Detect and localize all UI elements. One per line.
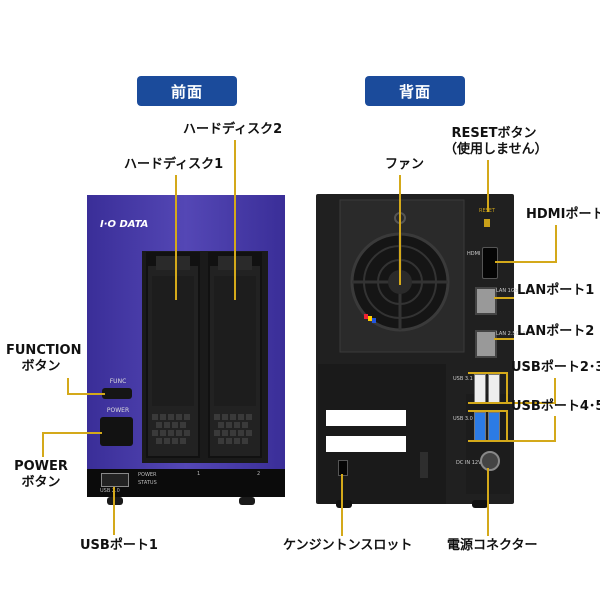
func-label: FUNC <box>109 378 127 385</box>
reset-leader <box>487 160 489 212</box>
usb-port-2[interactable] <box>474 374 486 404</box>
power-leader-v <box>42 432 44 457</box>
function-leader-h <box>67 393 105 395</box>
usb-port-4[interactable] <box>474 412 486 442</box>
bay-1-number: 1 <box>197 471 201 477</box>
brand-logo: I·O DATA <box>100 219 149 230</box>
fan-leader <box>399 175 401 285</box>
usb1-leader <box>113 487 115 535</box>
lan-port-1-text: LAN 1GbE <box>496 288 522 294</box>
usb1-label: USBポート1 <box>80 538 158 553</box>
lan-port-2[interactable] <box>475 330 497 358</box>
reset-text: RESET <box>479 208 503 214</box>
dc-in-text: DC IN 12V <box>456 460 482 466</box>
usb45-box-top <box>468 410 508 412</box>
usb23-box-bottom <box>468 402 556 404</box>
usb23-box-right <box>506 372 508 404</box>
kensington-label: ケンジントンスロット <box>283 538 413 553</box>
bay-2-number: 2 <box>257 471 261 477</box>
kensington-slot[interactable] <box>338 460 348 476</box>
function-label: FUNCTION ボタン <box>6 343 82 374</box>
usb45-box-right <box>506 410 508 442</box>
hdmi-text: HDMI <box>467 251 481 257</box>
power-connector-label: 電源コネクター <box>447 538 538 553</box>
usb-port-1[interactable] <box>101 473 129 487</box>
usb45-label: USBポート4･5 <box>511 399 600 414</box>
usb-port-1-text: USB 2.0 <box>100 488 120 494</box>
lan-port-2-text: LAN 2.5GbE <box>496 331 526 337</box>
usb31-text: USB 3.1 <box>453 376 473 382</box>
hdmi-label: HDMIポート <box>526 207 600 222</box>
hdmi-port[interactable] <box>482 247 498 279</box>
kensington-leader <box>341 474 343 536</box>
lan2-leader <box>494 338 514 340</box>
usb-port-5[interactable] <box>488 412 500 442</box>
power-connector-leader <box>487 468 489 536</box>
function-leader-v <box>67 378 69 395</box>
power-label-text: POWER ボタン <box>14 459 68 490</box>
label-slot-1 <box>326 410 406 426</box>
status-led-label: STATUS <box>138 480 157 486</box>
dc-jack[interactable] <box>480 451 500 471</box>
usb30-text: USB 3.0 <box>453 416 473 422</box>
usb45-box-bottom <box>468 440 556 442</box>
back-latch <box>420 452 428 478</box>
usb23-label: USBポート2･3 <box>511 360 600 375</box>
hdd2-leader <box>234 140 236 300</box>
usb45-leader <box>554 416 556 442</box>
usb23-leader <box>554 378 556 404</box>
lan1-leader <box>494 297 514 299</box>
hdd1-label: ハードディスク1 <box>124 157 224 172</box>
hdd2-label: ハードディスク2 <box>183 122 283 137</box>
hdmi-leader-v <box>555 225 557 263</box>
power-label: POWER <box>106 407 130 414</box>
hdd-bay-1[interactable] <box>146 252 200 458</box>
label-slot-2 <box>326 436 406 452</box>
hdd1-leader <box>175 175 177 300</box>
usb-port-3[interactable] <box>488 374 500 404</box>
lan2-label: LANポート2 <box>517 324 595 339</box>
power-led-label: POWER <box>138 472 157 478</box>
lan-port-1[interactable] <box>475 287 497 315</box>
usb23-box-top <box>468 372 508 374</box>
function-button[interactable] <box>102 388 132 399</box>
hdmi-leader-h <box>495 261 557 263</box>
lan1-label: LANポート1 <box>517 283 595 298</box>
back-header: 背面 <box>365 76 465 106</box>
reset-button[interactable] <box>484 219 490 227</box>
front-header: 前面 <box>137 76 237 106</box>
power-button[interactable] <box>100 417 133 446</box>
fan-label: ファン <box>385 157 425 172</box>
reset-label: RESETボタン （使用しません） <box>444 126 548 157</box>
power-leader-h <box>42 432 102 434</box>
